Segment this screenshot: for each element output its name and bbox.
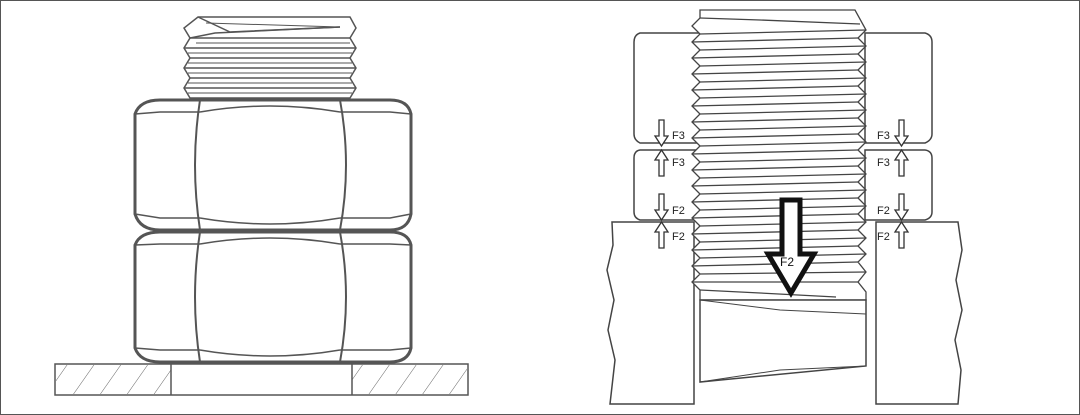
label-f2-center: F2	[780, 255, 794, 269]
right-figure	[606, 9, 963, 405]
bolt-shank	[699, 299, 867, 383]
label-f2-bottom-left: F2	[672, 231, 685, 243]
small-force-arrows	[653, 119, 910, 249]
left-nut-section	[633, 32, 706, 221]
right-nut-section	[864, 32, 933, 221]
washer-plate	[54, 363, 469, 396]
label-f3-bottom-left: F3	[672, 157, 685, 169]
label-f2-top-right: F2	[877, 205, 890, 217]
label-f2-bottom-right: F2	[877, 231, 890, 243]
left-plate-block	[606, 221, 695, 405]
label-f2-top-left: F2	[672, 205, 685, 217]
right-plate-block	[875, 221, 963, 405]
label-f3-top-left: F3	[672, 130, 685, 142]
label-f3-bottom-right: F3	[877, 157, 890, 169]
bolt-thread-section	[691, 9, 867, 301]
left-figure	[54, 16, 469, 396]
label-f3-top-right: F3	[877, 130, 890, 142]
upper-hex-nut	[133, 98, 413, 232]
lower-hex-nut	[133, 230, 413, 364]
threaded-bolt-end	[183, 16, 357, 99]
center-force-arrow	[763, 197, 819, 298]
force-labels: F3 F3 F2 F2 F3 F3 F2 F2 F2	[672, 130, 890, 269]
